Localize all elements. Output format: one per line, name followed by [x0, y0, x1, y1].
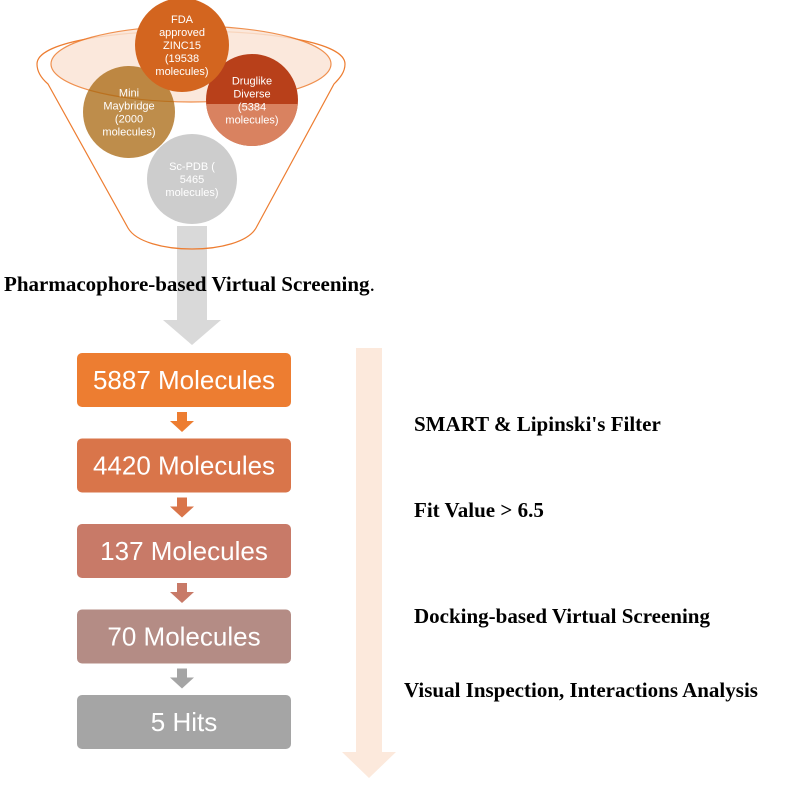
step-label: 137 Molecules: [100, 536, 268, 566]
step-arrow-shaft: [177, 497, 187, 508]
step-box: [77, 524, 291, 578]
library-label-line: molecules): [102, 127, 155, 139]
step-label: 5 Hits: [151, 707, 217, 737]
library-label-line: molecules): [165, 187, 218, 199]
method-title: Pharmacophore-based Virtual Screening.: [4, 272, 375, 297]
step-box: [77, 695, 291, 749]
library-label-line: Mini: [119, 88, 139, 100]
library-label-line: Sc-PDB (: [169, 161, 215, 173]
library-label-line: Diverse: [233, 89, 270, 101]
filter-label-lipinski: SMART & Lipinski's Filter: [414, 412, 661, 436]
step-arrow-shaft: [177, 668, 187, 679]
step-arrow-head: [170, 677, 194, 689]
step-arrow-head: [170, 421, 194, 432]
funnel-output-arrow: [163, 226, 221, 345]
progress-arrow: [342, 348, 396, 778]
library-label-line: ZINC15: [163, 40, 201, 52]
step-label: 5887 Molecules: [93, 365, 275, 395]
library-label-line: molecules): [155, 66, 208, 78]
step-arrow-shaft: [177, 412, 187, 422]
library-label-line: 5465: [180, 174, 204, 186]
library-label-line: (2000: [115, 114, 143, 126]
step-box: [77, 353, 291, 407]
screening-steps: 5887 Molecules 4420 Molecules 137 Molecule…: [77, 353, 291, 749]
library-label-line: (19538: [165, 53, 199, 65]
library-label-line: Druglike: [232, 76, 272, 88]
filter-label-docking: Docking-based Virtual Screening: [414, 604, 710, 628]
library-label-line: molecules): [225, 115, 278, 127]
step-box: [77, 609, 291, 664]
step-box: [77, 438, 291, 493]
method-title-text: Pharmacophore-based Virtual Screening: [4, 272, 370, 296]
library-label-line: (5384: [238, 102, 266, 114]
step-arrow-shaft: [177, 583, 187, 593]
library-label-line: FDA: [171, 14, 194, 26]
method-title-suffix: .: [369, 272, 375, 296]
filter-label-fit-value: Fit Value > 6.5: [414, 498, 544, 522]
filter-label-visual-inspection: Visual Inspection, Interactions Analysis: [404, 678, 758, 702]
step-arrow-head: [170, 506, 194, 518]
library-label-line: approved: [159, 27, 205, 39]
library-label-line: Maybridge: [103, 101, 154, 113]
step-label: 4420 Molecules: [93, 451, 275, 481]
step-label: 70 Molecules: [107, 622, 260, 652]
step-arrow-head: [170, 592, 194, 603]
